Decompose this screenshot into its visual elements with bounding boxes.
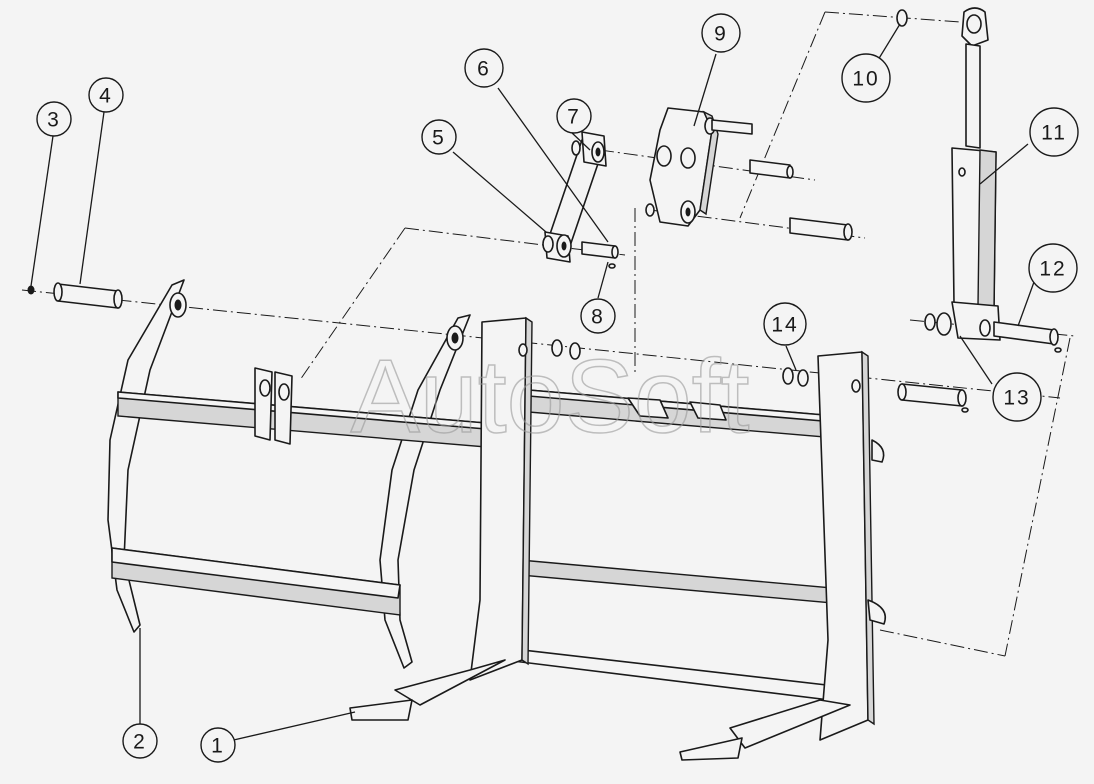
callout-7-label: 7 bbox=[567, 106, 581, 129]
part-4-pin bbox=[53, 282, 123, 309]
callout-4: 4 bbox=[88, 77, 124, 113]
callout-10-label: 10 bbox=[852, 68, 879, 91]
callout-9-label: 9 bbox=[714, 23, 728, 46]
part-11-hydraulic-cylinder bbox=[951, 7, 997, 309]
callout-10: 10 bbox=[841, 53, 891, 103]
callout-3-label: 3 bbox=[47, 109, 61, 132]
callout-8-label: 8 bbox=[591, 306, 605, 329]
callout-14: 14 bbox=[763, 302, 807, 346]
callout-7: 7 bbox=[556, 98, 592, 134]
callout-11-label: 11 bbox=[1041, 122, 1067, 145]
part-right-pin bbox=[897, 383, 969, 413]
callout-1-label: 1 bbox=[211, 735, 225, 758]
callout-3: 3 bbox=[36, 101, 72, 137]
callout-14-label: 14 bbox=[771, 314, 798, 337]
callout-2-label: 2 bbox=[133, 731, 147, 754]
callout-6-label: 6 bbox=[477, 58, 491, 81]
part-14-washers bbox=[551, 339, 809, 387]
callout-11: 11 bbox=[1029, 107, 1079, 157]
part-12-pin bbox=[979, 319, 1062, 353]
callout-8: 8 bbox=[580, 298, 616, 334]
part-9-link-plate bbox=[645, 107, 853, 241]
callout-5: 5 bbox=[421, 119, 457, 155]
part-7-bushing bbox=[571, 140, 581, 156]
callout-13: 13 bbox=[992, 372, 1042, 422]
part-2-clamp-arm bbox=[107, 279, 499, 669]
callout-leaders bbox=[30, 23, 1035, 743]
part-10-washer bbox=[896, 9, 908, 27]
part-8-pin bbox=[581, 241, 619, 269]
callout-12-label: 12 bbox=[1039, 258, 1066, 281]
watermark: AutoSoft bbox=[351, 339, 750, 455]
callout-9: 9 bbox=[701, 13, 741, 53]
part-5-bushing bbox=[542, 234, 572, 258]
part-1-fork-frame bbox=[349, 316, 887, 761]
callout-4-label: 4 bbox=[99, 85, 113, 108]
callout-12: 12 bbox=[1028, 243, 1078, 293]
callout-1: 1 bbox=[200, 727, 236, 763]
part-3-lock-ring bbox=[27, 285, 35, 295]
callout-6: 6 bbox=[464, 48, 504, 88]
callout-2: 2 bbox=[122, 723, 158, 759]
callout-13-label: 13 bbox=[1003, 387, 1030, 410]
callout-5-label: 5 bbox=[432, 127, 446, 150]
